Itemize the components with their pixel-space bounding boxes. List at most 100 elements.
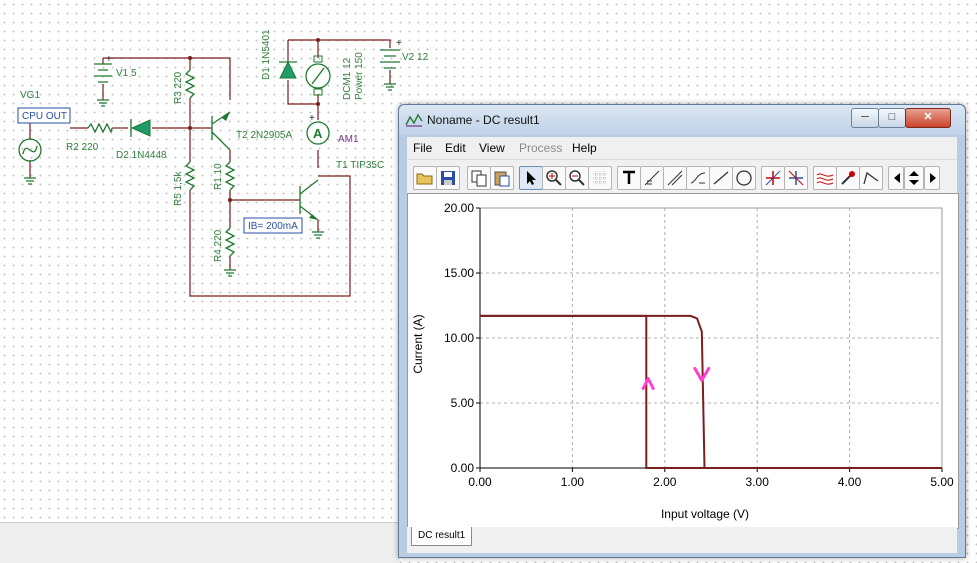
menu-help[interactable]: Help <box>572 141 597 155</box>
window-title-bar[interactable]: Noname - DC result1 ─ □ ✕ <box>399 105 965 135</box>
dropper-icon[interactable] <box>836 166 860 190</box>
am1-label: AM1 <box>338 134 359 145</box>
y-tick-label: 10.00 <box>444 331 474 345</box>
y-tick-label: 0.00 <box>451 461 475 475</box>
battery-v1[interactable] <box>94 63 112 107</box>
marker-a-icon[interactable] <box>761 166 785 190</box>
text-icon[interactable] <box>617 166 641 190</box>
r4-label: R4 220 <box>213 229 224 262</box>
direction-arrow-2 <box>693 366 711 382</box>
signal-generator-vg1[interactable] <box>18 138 42 185</box>
app-icon <box>405 113 423 127</box>
menu-bar: File Edit View Process Help <box>407 137 957 159</box>
cursor-b-icon[interactable] <box>663 166 687 190</box>
plot-area[interactable]: 0.00 1.00 2.00 3.00 4.00 5.00 0.00 5.00 10.00 15.… <box>407 193 959 529</box>
chart-annotations <box>641 366 711 390</box>
ammeter-symbol: A <box>313 126 323 141</box>
cpu-out-label: CPU OUT <box>22 111 67 122</box>
maximize-button[interactable]: □ <box>878 108 906 128</box>
x-axis-label: Input voltage (V) <box>661 507 749 521</box>
diode-d2[interactable] <box>130 119 151 137</box>
nav-up-down-icon[interactable] <box>904 166 924 190</box>
grid-icon[interactable] <box>588 166 612 190</box>
x-tick-label: 2.00 <box>653 475 677 489</box>
zoom-out-icon[interactable] <box>565 166 589 190</box>
toolbar <box>407 159 957 194</box>
battery-v2[interactable] <box>380 49 400 91</box>
nav-left-icon[interactable] <box>888 166 904 190</box>
direction-arrow-1 <box>641 377 655 390</box>
paste-icon[interactable] <box>490 166 514 190</box>
menu-edit[interactable]: Edit <box>445 141 466 155</box>
x-tick-label: 4.00 <box>838 475 862 489</box>
y-tick-label: 20.00 <box>444 201 474 215</box>
d1-label: D1 1N5401 <box>261 29 272 80</box>
marker-b-icon[interactable] <box>784 166 808 190</box>
dc-motor-dcm1[interactable] <box>305 55 331 96</box>
close-button[interactable]: ✕ <box>905 108 951 128</box>
ground-r4 <box>224 269 236 277</box>
pointer-icon[interactable] <box>519 166 543 190</box>
v1-plus: + <box>106 54 112 65</box>
x-tick-label: 5.00 <box>930 475 954 489</box>
tab-dc-result1[interactable]: DC result1 <box>411 527 473 546</box>
dcm1-label: DCM1 12 <box>342 57 353 100</box>
y-tick-label: 15.00 <box>444 266 474 280</box>
x-tick-label: 0.00 <box>468 475 492 489</box>
resistor-r3[interactable] <box>184 69 196 99</box>
y-tick-label: 5.00 <box>451 396 475 410</box>
resistor-r2[interactable] <box>87 122 113 134</box>
open-folder-icon[interactable] <box>413 166 437 190</box>
waves-icon[interactable] <box>813 166 837 190</box>
y-axis-label: Current (A) <box>411 314 425 373</box>
x-tick-label: 3.00 <box>746 475 770 489</box>
transistor-t1[interactable] <box>299 179 324 239</box>
minimize-button[interactable]: ─ <box>851 108 879 128</box>
chart-series <box>480 314 942 469</box>
nav-right-icon[interactable] <box>924 166 940 190</box>
line-icon[interactable] <box>709 166 733 190</box>
ib-label-box <box>243 217 303 234</box>
r1-label: R1 10 <box>213 163 224 190</box>
junction-dots <box>188 38 320 202</box>
series-line-1 <box>480 314 942 469</box>
chart-grid <box>480 208 942 468</box>
resistor-r4[interactable] <box>224 227 236 257</box>
r2-label: R2 220 <box>66 142 99 153</box>
resistor-r5[interactable] <box>184 161 196 191</box>
editor-bottom-bar <box>0 522 400 563</box>
vg1-label: VG1 <box>20 90 40 101</box>
zoom-in-icon[interactable] <box>542 166 566 190</box>
cursor-a-icon[interactable] <box>640 166 664 190</box>
diode-d1[interactable] <box>279 60 297 79</box>
v1-label: V1 5 <box>116 68 137 79</box>
transistor-t2[interactable] <box>211 111 231 151</box>
ammeter-am1[interactable]: A <box>306 121 330 145</box>
r3-label: R3 220 <box>173 71 184 104</box>
menu-file[interactable]: File <box>413 141 433 155</box>
dc-result-chart[interactable]: 0.00 1.00 2.00 3.00 4.00 5.00 0.00 5.00 10.00 15.… <box>408 194 958 528</box>
circle-icon[interactable] <box>732 166 756 190</box>
ib-label: IB= 200mA <box>248 221 298 232</box>
t2-label: T2 2N2905A <box>236 130 292 141</box>
v2-plus: + <box>396 38 402 49</box>
copy-icon[interactable] <box>467 166 491 190</box>
t1-label: T1 TIP35C <box>336 160 384 171</box>
d2-label: D2 1N4448 <box>116 150 167 161</box>
menu-process[interactable]: Process <box>519 141 563 155</box>
v2-label: V2 12 <box>402 52 429 63</box>
am1-plus: + <box>309 113 315 124</box>
result-tabs-bar: DC result1 <box>407 527 957 553</box>
resistor-r1[interactable] <box>224 161 236 191</box>
x-tick-label: 1.00 <box>561 475 585 489</box>
dc-result-window[interactable]: Noname - DC result1 ─ □ ✕ File Edit View… <box>398 104 966 558</box>
menu-view[interactable]: View <box>479 141 505 155</box>
cpu-out-label-box <box>17 107 71 124</box>
polyline-icon[interactable] <box>859 166 883 190</box>
dcm1-power-label: Power 150 <box>354 52 365 100</box>
chart-axes: 0.00 1.00 2.00 3.00 4.00 5.00 0.00 5.00 10.00 15.… <box>444 201 954 489</box>
r5-label: R5 1,5k <box>173 171 184 206</box>
curve-icon[interactable] <box>686 166 710 190</box>
save-icon[interactable] <box>436 166 460 190</box>
